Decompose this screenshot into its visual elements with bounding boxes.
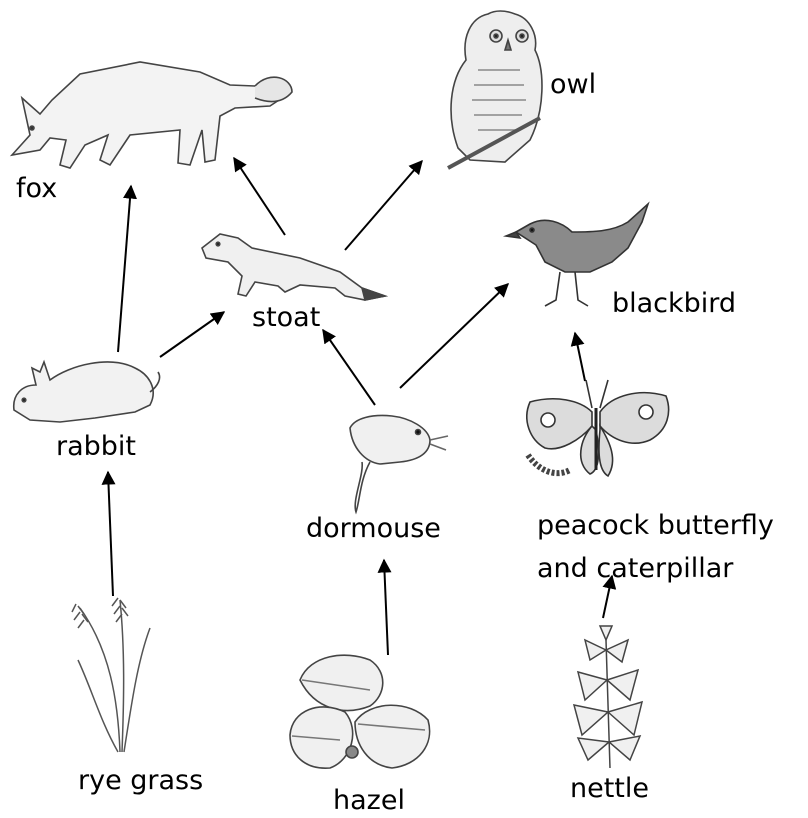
arrow-rabbit-to-fox [118, 186, 131, 352]
label-dormouse: dormouse [306, 512, 441, 546]
hazel-illustration [290, 655, 430, 768]
label-rye-grass: rye grass [78, 764, 203, 798]
label-hazel: hazel [333, 784, 405, 818]
label-stoat: stoat [252, 301, 320, 335]
butterfly-illustration [527, 380, 669, 476]
stoat-illustration [202, 234, 385, 300]
label-rabbit: rabbit [56, 430, 136, 464]
arrow-dormouse-to-stoat [323, 330, 375, 405]
fox-illustration [12, 62, 292, 168]
rye-grass-illustration [72, 598, 150, 752]
label-owl: owl [550, 68, 596, 102]
owl-illustration [448, 11, 542, 168]
arrow-stoat-to-fox [234, 158, 285, 235]
arrow-hazel-to-dormouse [384, 560, 388, 655]
label-blackbird: blackbird [612, 287, 736, 321]
arrow-rye-grass-to-rabbit [108, 472, 113, 596]
arrow-dormouse-to-blackbird [400, 284, 508, 388]
label-butterfly-line1: peacock butterfly [537, 503, 774, 549]
arrow-butterfly-to-blackbird [575, 333, 585, 381]
dormouse-illustration [350, 416, 448, 513]
label-butterfly-line2: and caterpillar [537, 546, 733, 592]
arrow-rabbit-to-stoat [160, 312, 224, 357]
label-fox: fox [16, 172, 57, 206]
arrow-stoat-to-owl [345, 161, 422, 250]
nettle-illustration [574, 626, 642, 768]
rabbit-illustration [14, 362, 160, 422]
label-nettle: nettle [570, 772, 649, 806]
